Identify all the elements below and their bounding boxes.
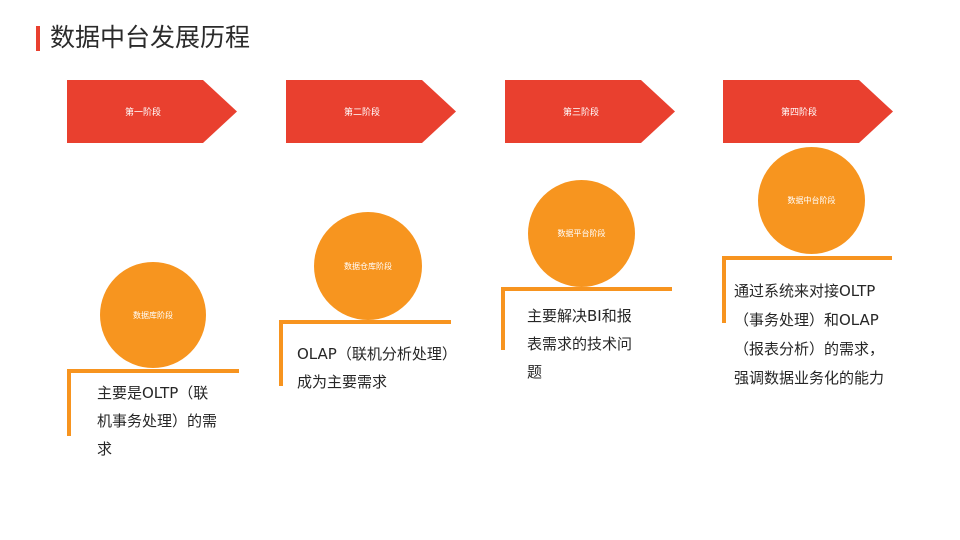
stage-4-label: 第四阶段 bbox=[780, 108, 817, 118]
stage-3-shelf bbox=[501, 287, 672, 291]
page-title: 数据中台发展历程 bbox=[50, 23, 251, 52]
stage-1-shelf bbox=[67, 369, 239, 373]
stage-3-desc-line: 主要解决BI和报 bbox=[527, 307, 632, 325]
stage-4-circle-label: 数据中台阶段 bbox=[787, 196, 836, 205]
stage-2-desc-line: 成为主要需求 bbox=[297, 373, 388, 391]
stage-1-desc-line: 求 bbox=[97, 440, 113, 458]
stage-3-bracket bbox=[501, 287, 505, 350]
stage-4-bracket bbox=[722, 256, 726, 323]
stage-3-circle-label: 数据平台阶段 bbox=[557, 229, 606, 238]
stage-2-description: OLAP（联机分析处理） 成为主要需求 bbox=[297, 340, 457, 396]
stage-1-arrow: 第一阶段 bbox=[67, 80, 237, 143]
stage-2-arrow: 第二阶段 bbox=[286, 80, 456, 143]
stage-1-circle-label: 数据库阶段 bbox=[133, 310, 173, 320]
stage-1-desc-line: 机事务处理）的需 bbox=[97, 412, 218, 430]
stage-2-desc-line: OLAP（联机分析处理） bbox=[297, 345, 457, 363]
stage-3-arrow: 第三阶段 bbox=[505, 80, 675, 143]
stage-3-desc-line: 表需求的技术问 bbox=[527, 335, 633, 353]
stage-1-desc-line: 主要是OLTP（联 bbox=[97, 384, 209, 402]
stage-4-desc-line: （报表分析）的需求， bbox=[734, 340, 885, 358]
title-accent-bar bbox=[36, 26, 40, 51]
stage-2-label: 第二阶段 bbox=[343, 108, 380, 118]
stage-4-shelf bbox=[722, 256, 892, 260]
stage-1-circle: 数据库阶段 bbox=[100, 262, 206, 368]
stage-3-description: 主要解决BI和报 表需求的技术问 题 bbox=[527, 302, 632, 386]
stage-4-desc-line: 强调数据业务化的能力 bbox=[734, 369, 885, 387]
stage-4-arrow: 第四阶段 bbox=[723, 80, 893, 143]
stage-3-desc-line: 题 bbox=[527, 363, 543, 381]
stage-4-desc-line: 通过系统来对接OLTP bbox=[734, 282, 876, 300]
stage-1-bracket bbox=[67, 369, 71, 436]
stage-2-circle: 数据仓库阶段 bbox=[314, 212, 422, 320]
stage-3-label: 第三阶段 bbox=[562, 108, 599, 118]
stage-2-shelf bbox=[279, 320, 451, 324]
stage-4-description: 通过系统来对接OLTP （事务处理）和OLAP （报表分析）的需求， 强调数据业… bbox=[734, 277, 884, 393]
stage-4-desc-line: （事务处理）和OLAP bbox=[734, 311, 879, 329]
stage-2-bracket bbox=[279, 320, 283, 386]
stage-1-label: 第一阶段 bbox=[124, 108, 161, 118]
stage-3-circle: 数据平台阶段 bbox=[528, 180, 635, 287]
stage-2-circle-label: 数据仓库阶段 bbox=[344, 261, 392, 271]
stage-1-description: 主要是OLTP（联 机事务处理）的需 求 bbox=[97, 379, 217, 463]
stage-4-circle: 数据中台阶段 bbox=[758, 147, 865, 254]
